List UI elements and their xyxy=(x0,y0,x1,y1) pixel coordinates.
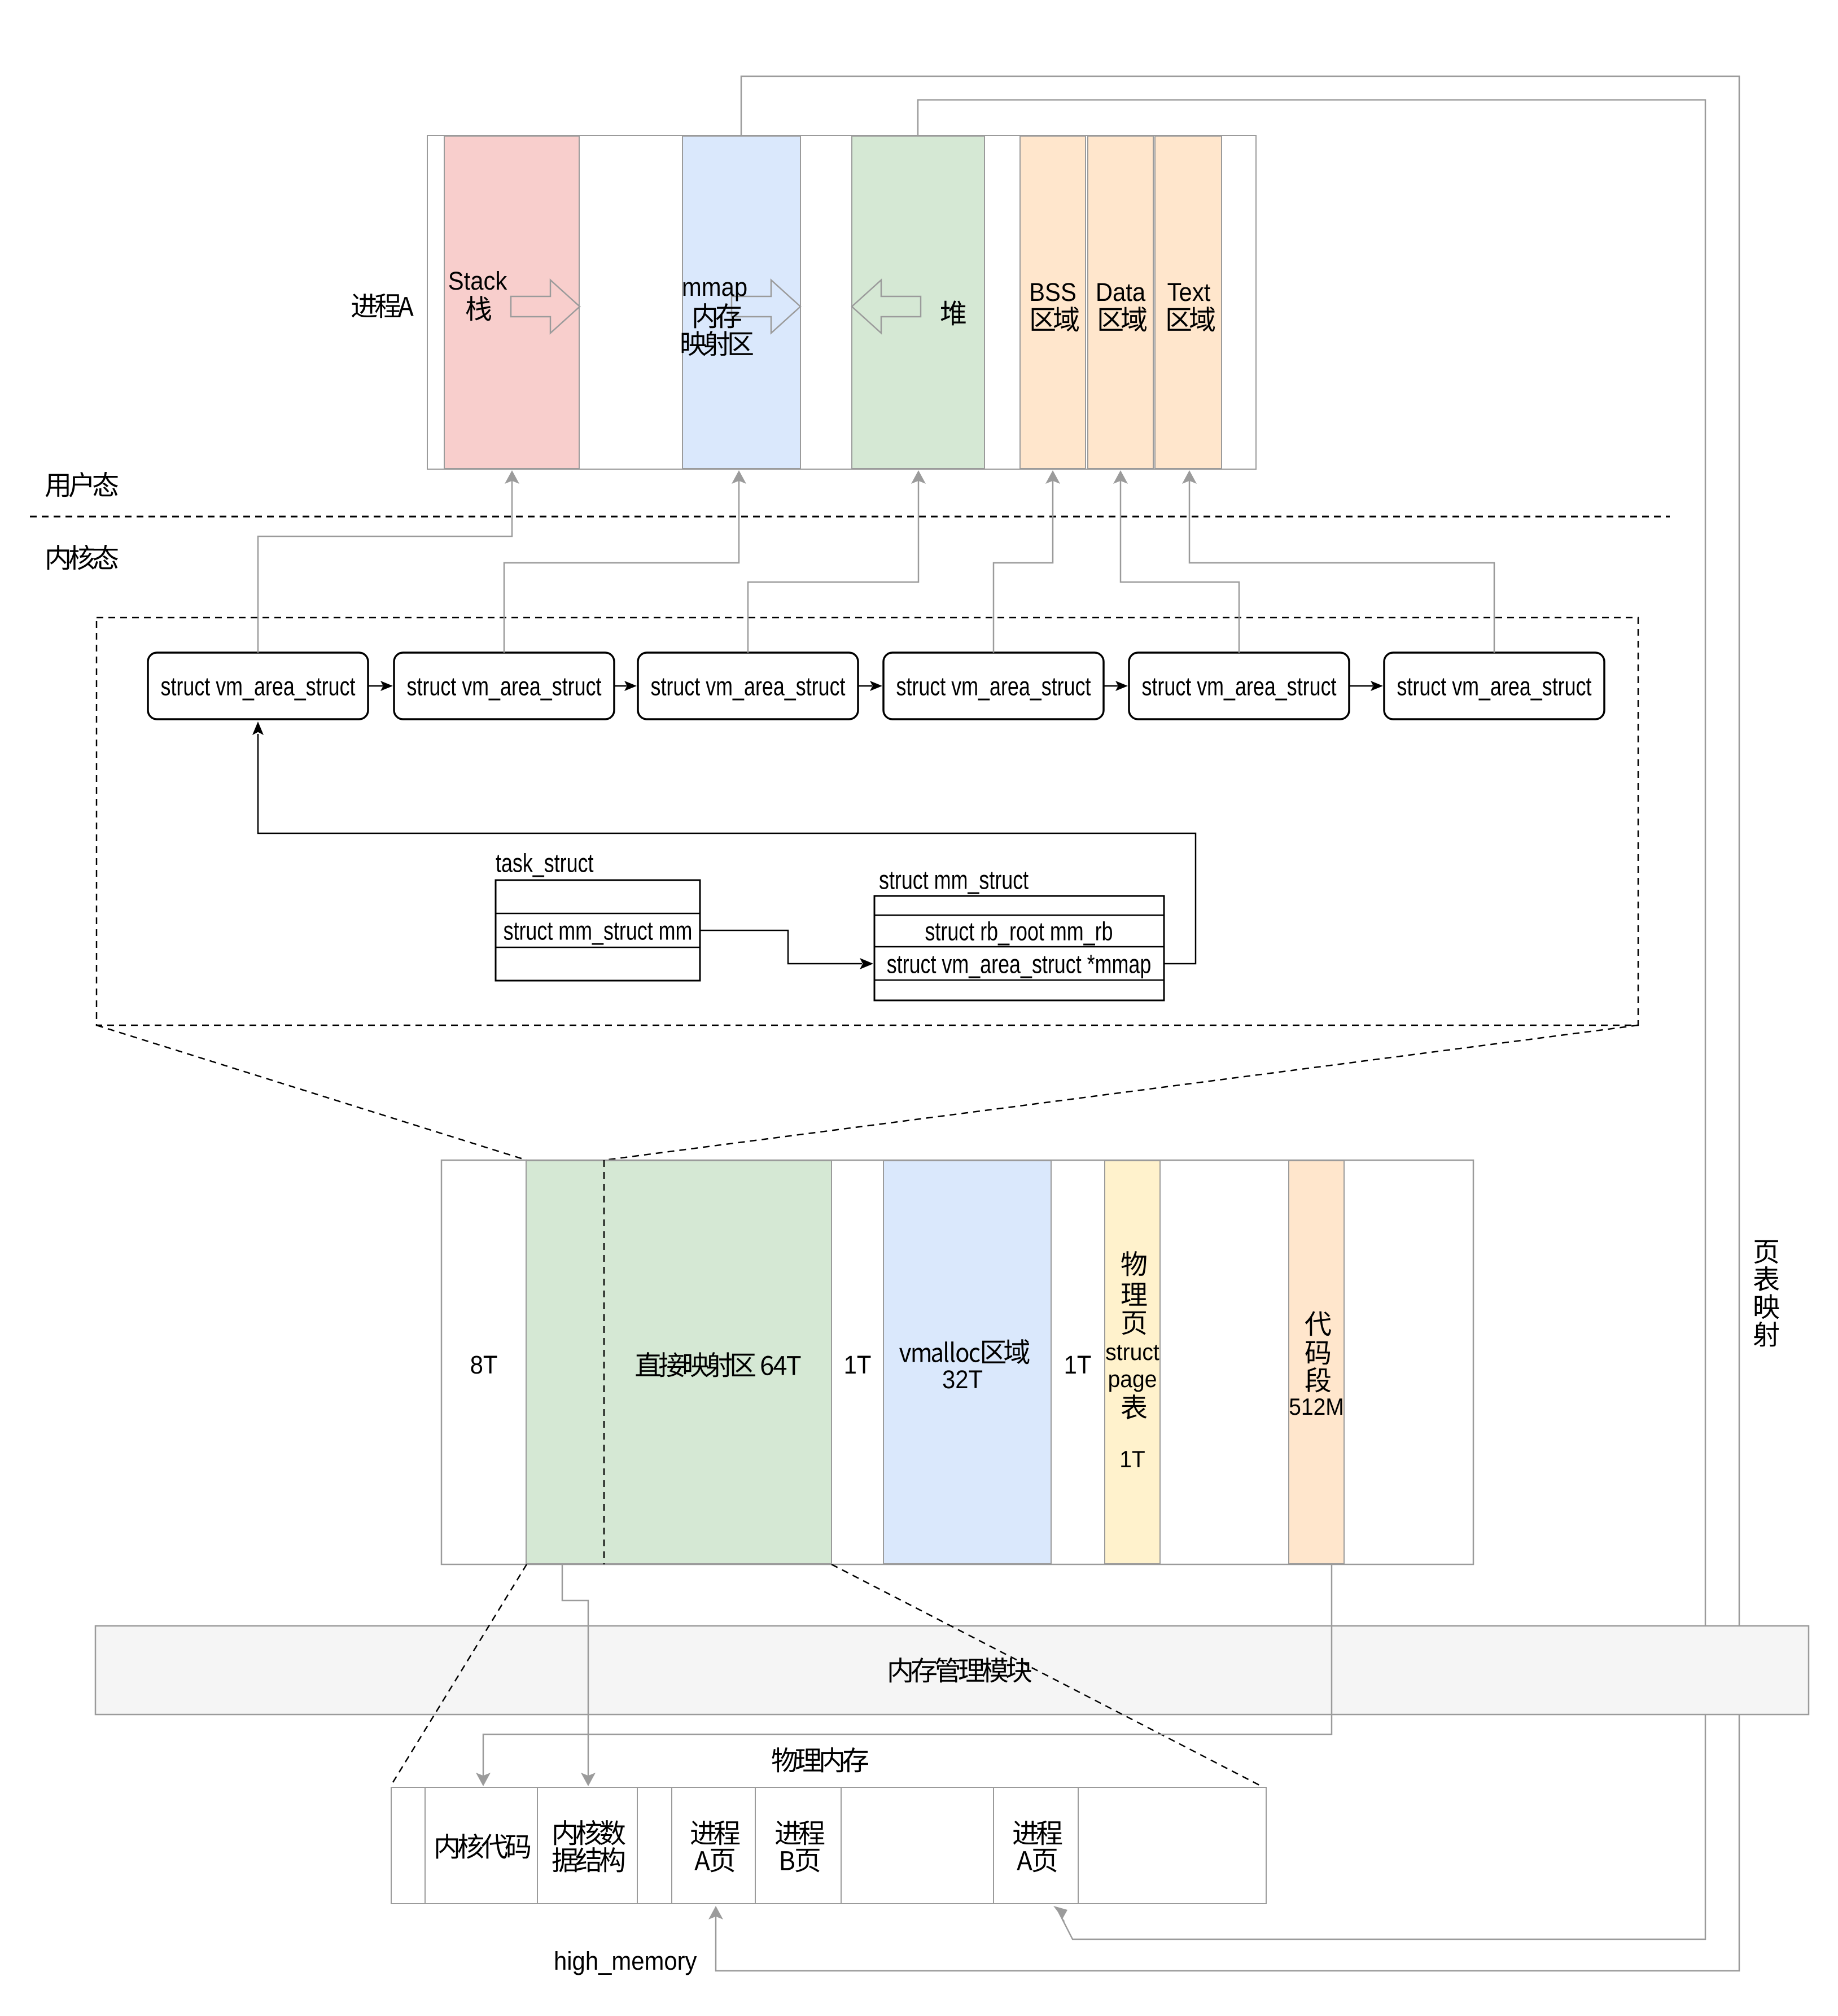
svg-text:struct vm_area_struct: struct vm_area_struct xyxy=(161,672,356,701)
svg-text:512M: 512M xyxy=(1289,1393,1344,1420)
svg-text:1T: 1T xyxy=(1119,1446,1145,1473)
svg-text:Data: Data xyxy=(1096,279,1146,307)
svg-text:struct rb_root mm_rb: struct rb_root mm_rb xyxy=(925,917,1113,946)
svg-text:task_struct: task_struct xyxy=(496,849,594,877)
svg-text:Stack: Stack xyxy=(448,268,507,296)
svg-text:struct mm_struct mm: struct mm_struct mm xyxy=(504,916,693,945)
svg-text:struct vm_area_struct: struct vm_area_struct xyxy=(651,672,846,701)
svg-text:8T: 8T xyxy=(470,1352,498,1380)
svg-text:struct vm_area_struct: struct vm_area_struct xyxy=(1397,672,1592,701)
svg-text:page: page xyxy=(1108,1366,1157,1393)
svg-text:struct vm_area_struct: struct vm_area_struct xyxy=(896,672,1091,701)
svg-text:struct mm_struct: struct mm_struct xyxy=(879,865,1029,894)
svg-text:Text: Text xyxy=(1167,279,1211,307)
svg-text:high_memory: high_memory xyxy=(554,1948,697,1976)
svg-text:struct vm_area_struct: struct vm_area_struct xyxy=(1142,672,1337,701)
svg-text:1T: 1T xyxy=(844,1352,872,1380)
svg-text:struct: struct xyxy=(1105,1339,1159,1366)
svg-text:1T: 1T xyxy=(1064,1352,1092,1380)
svg-text:struct vm_area_struct *mmap: struct vm_area_struct *mmap xyxy=(887,950,1152,978)
svg-text:32T: 32T xyxy=(942,1366,983,1394)
svg-text:BSS: BSS xyxy=(1029,279,1076,307)
svg-text:mmap: mmap xyxy=(682,274,747,302)
svg-text:struct vm_area_struct: struct vm_area_struct xyxy=(407,672,602,701)
